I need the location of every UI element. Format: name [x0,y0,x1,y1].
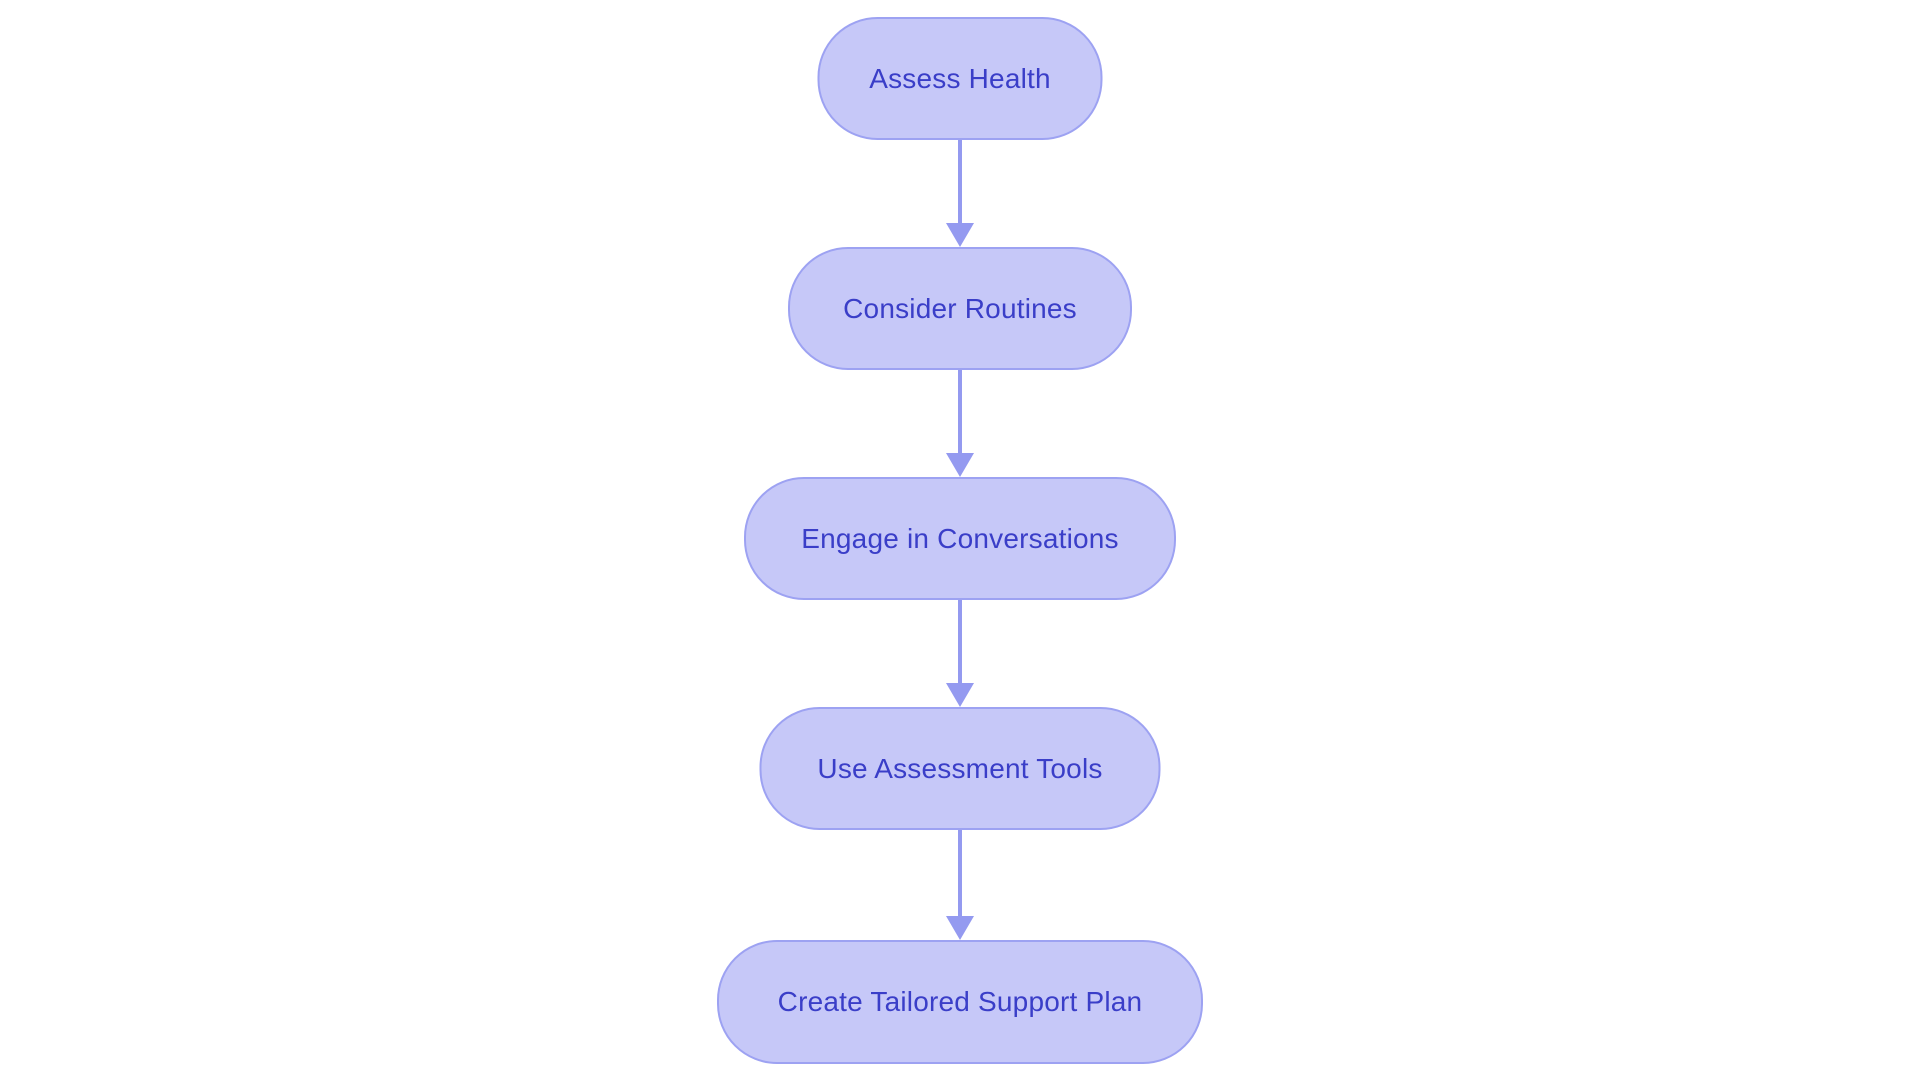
arrow-line [958,830,962,916]
arrow-line [958,370,962,453]
node-consider-routines: Consider Routines [788,247,1132,370]
edge-connector-3 [946,600,974,707]
node-use-assessment-tools: Use Assessment Tools [759,707,1161,830]
node-create-tailored-support-plan: Create Tailored Support Plan [717,940,1203,1064]
arrow-down-icon [946,683,974,707]
edge-connector-2 [946,370,974,477]
arrow-down-icon [946,916,974,940]
arrow-down-icon [946,223,974,247]
node-assess-health: Assess Health [817,17,1103,140]
node-label: Consider Routines [843,292,1077,324]
arrow-line [958,140,962,223]
arrow-line [958,600,962,683]
arrow-down-icon [946,453,974,477]
edge-connector-1 [946,140,974,247]
node-engage-in-conversations: Engage in Conversations [744,477,1176,600]
node-label: Assess Health [869,62,1051,94]
node-label: Create Tailored Support Plan [777,986,1143,1017]
edge-connector-4 [946,830,974,940]
node-label: Engage in Conversations [801,522,1119,554]
node-label: Use Assessment Tools [817,752,1103,784]
